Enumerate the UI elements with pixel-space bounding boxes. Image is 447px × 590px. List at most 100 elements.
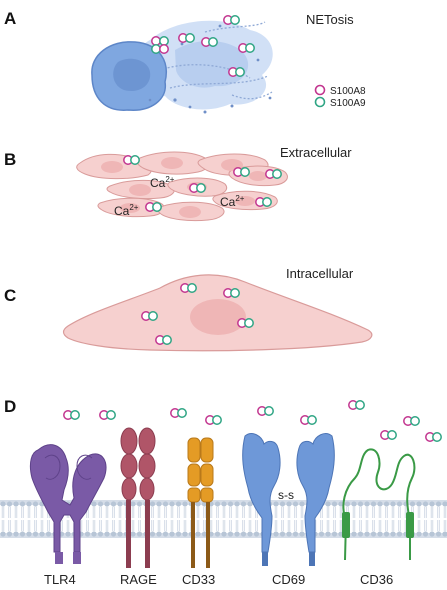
- lipid-head: [351, 531, 357, 537]
- lipid-head: [0, 531, 6, 537]
- neutrophil-cell: [91, 41, 167, 111]
- lipid-head: [201, 531, 208, 537]
- lipid-head: [136, 501, 143, 507]
- tlr4-receptor: [29, 444, 107, 564]
- lipid-head: [214, 531, 221, 537]
- lipid-head: [195, 531, 201, 537]
- s100a8-a9-dimer-icon: [237, 318, 254, 328]
- lipid-head: [117, 531, 123, 537]
- panel-c-title: Intracellular: [286, 266, 354, 281]
- lipid-head: [357, 501, 364, 507]
- lipid-head: [32, 501, 39, 507]
- lipid-head: [377, 531, 383, 537]
- panel-c-letter: C: [4, 286, 17, 305]
- lipid-head: [364, 501, 370, 507]
- lipid-head: [234, 531, 240, 537]
- lipid-head: [97, 531, 104, 537]
- lipid-head: [149, 531, 156, 537]
- receptor-label-rage: RAGE: [120, 572, 157, 587]
- lipid-head: [227, 501, 234, 507]
- lipid-head: [344, 501, 351, 507]
- lipid-head: [286, 531, 292, 537]
- lipid-head: [130, 501, 136, 507]
- lipid-head: [45, 531, 52, 537]
- s100a8-a9-dimer-icon: [300, 415, 317, 425]
- lipid-head: [390, 501, 396, 507]
- lipid-head: [370, 531, 377, 537]
- lipid-head: [110, 501, 117, 507]
- lipid-head: [247, 501, 253, 507]
- lipid-head: [435, 531, 442, 537]
- lipid-head: [84, 531, 91, 537]
- s100a8-a9-dimer-icon: [257, 406, 274, 416]
- lipid-head: [182, 501, 188, 507]
- lipid-head: [149, 501, 156, 507]
- s100a8-a9-dimer-icon: [255, 197, 272, 207]
- cd33-receptor: [187, 437, 214, 568]
- receptor-label-cd69: CD69: [272, 572, 306, 587]
- lipid-head: [318, 531, 325, 537]
- lipid-head: [19, 501, 26, 507]
- lipid-head: [240, 501, 247, 507]
- s100a8-a9-dimer-icon: [123, 155, 140, 165]
- lipid-head: [279, 501, 286, 507]
- intracellular-cell: [62, 274, 373, 352]
- lipid-head: [110, 531, 117, 537]
- lipid-head: [240, 531, 247, 537]
- lipid-head: [104, 531, 110, 537]
- lipid-head: [6, 531, 13, 537]
- lipid-head: [19, 531, 26, 537]
- lipid-head: [422, 531, 429, 537]
- legend-s100a9-icon: [314, 96, 326, 108]
- panel-b-letter: B: [4, 150, 17, 169]
- lipid-head: [383, 501, 390, 507]
- lipid-head: [370, 501, 377, 507]
- panel-a-letter: A: [4, 9, 17, 28]
- rage-receptor: [120, 427, 156, 568]
- s100a8-a9-dimer-icon: [238, 43, 255, 53]
- lipid-head: [156, 531, 162, 537]
- lipid-head: [221, 531, 227, 537]
- s100a8-a9-dimer-icon: [189, 183, 206, 193]
- lipid-head: [169, 501, 175, 507]
- lipid-head: [292, 531, 299, 537]
- s100a8-a9-dimer-icon: [63, 410, 80, 420]
- lipid-head: [253, 531, 260, 537]
- lipid-head: [39, 531, 45, 537]
- s100a8-a9-dimer-icon: [145, 202, 162, 212]
- lipid-head: [364, 531, 370, 537]
- legend-s100a9: S100A9: [330, 98, 366, 109]
- lipid-head: [416, 501, 422, 507]
- nucleus: [190, 299, 246, 335]
- lipid-head: [195, 501, 201, 507]
- legend-s100a8: S100A8: [330, 86, 366, 97]
- lipid-head: [130, 531, 136, 537]
- lipid-head: [156, 501, 162, 507]
- lipid-head: [6, 501, 13, 507]
- s100a8-a9-dimer-icon: [170, 408, 187, 418]
- disulfide-bond-label: s-s: [278, 488, 294, 502]
- cd36-receptor: [342, 448, 416, 561]
- lipid-head: [442, 501, 447, 507]
- s100a8-a9-dimer-icon: [233, 167, 250, 177]
- lipid-head: [338, 501, 344, 507]
- lipid-head: [377, 501, 383, 507]
- lipid-head: [325, 531, 331, 537]
- lipid-head: [429, 501, 435, 507]
- lipid-head: [169, 531, 175, 537]
- extracellular-nuclei: [101, 157, 267, 218]
- lipid-head: [91, 531, 97, 537]
- lipid-head: [292, 501, 299, 507]
- s100a8-a9-dimer-icon: [99, 410, 116, 420]
- panel-a-title: NETosis: [306, 12, 354, 27]
- lipid-head: [221, 501, 227, 507]
- lipid-head: [299, 501, 305, 507]
- lipid-head: [299, 531, 305, 537]
- lipid-head: [390, 531, 396, 537]
- s100a8-a9-dimer-icon: [141, 311, 158, 321]
- lipid-head: [201, 501, 208, 507]
- lipid-head: [351, 501, 357, 507]
- lipid-head: [26, 531, 32, 537]
- cd69-receptor: [242, 433, 335, 566]
- lipid-head: [422, 501, 429, 507]
